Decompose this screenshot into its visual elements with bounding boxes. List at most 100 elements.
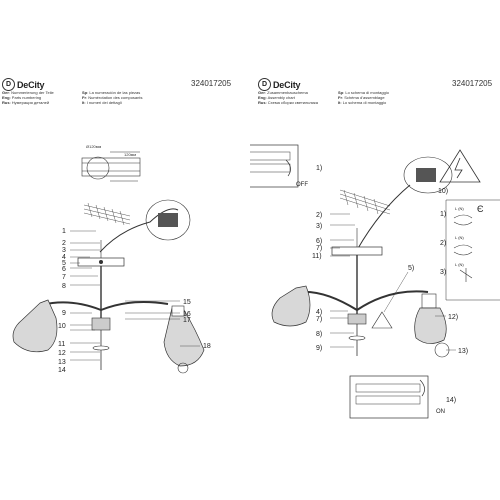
part-number: 9 — [62, 310, 66, 317]
brand-logo: D DeCity — [2, 78, 45, 91]
assembly-diagram: OFF 1) 10) 1) 2) 3) L (N) — [250, 144, 500, 419]
part-number: 11 — [58, 341, 65, 348]
step-label: 6) — [316, 238, 322, 245]
part-number: 18 — [203, 343, 211, 350]
product-code: 324017205 — [452, 79, 493, 88]
right-arm — [100, 301, 169, 311]
brand-name: DeCity — [273, 79, 301, 90]
product-code: 324017205 — [191, 79, 232, 88]
mounting-plate-detail — [81, 151, 141, 182]
dim-label: 120мм — [124, 152, 136, 157]
part-number: 13 — [58, 359, 66, 366]
part-number: 4 — [62, 254, 66, 261]
terminal-strip-top — [355, 383, 421, 393]
step-label: 5) — [408, 265, 414, 272]
terminal-block — [416, 168, 436, 182]
supply-wire — [99, 208, 179, 253]
finial-cap — [348, 335, 366, 341]
legend-line: Ger: Zusammenbauschema — [258, 90, 308, 95]
legend-line: Rus: Схема сборки светильника — [258, 100, 318, 106]
bulb-detail — [177, 362, 189, 374]
brand-logo: D DeCity — [258, 78, 301, 91]
wiring-steps-panel: 1) 2) 3) L (N) L (N) L (N) Є — [440, 199, 500, 301]
left-shade — [12, 299, 58, 353]
terminal-detail — [403, 156, 453, 194]
right-shade — [414, 307, 447, 344]
part-number: 2 — [62, 240, 66, 247]
part-number: 8 — [62, 283, 66, 290]
switch-on-label: ON — [436, 409, 445, 415]
parts-numbering-page: D DeCity 324017205 Ger: Nummerierung der… — [2, 78, 232, 374]
terminal-block-detail — [145, 199, 191, 241]
part-number: 10 — [58, 323, 66, 330]
terminal-strip-top — [250, 151, 291, 173]
part-number: 7 — [62, 274, 66, 281]
parts-diagram: Ø120мм 120мм — [12, 144, 211, 374]
switch-arrow — [419, 379, 425, 397]
canopy-screw — [99, 260, 103, 264]
legend-line: It: I numeri dei dettagli — [82, 100, 122, 106]
legend-line: Sp: La numeración de las piezas — [82, 90, 141, 95]
step-label: 8) — [316, 331, 322, 338]
wiring-step: 2) — [440, 240, 446, 247]
wiring-step: 3) — [440, 269, 446, 276]
part-number: 5 — [62, 260, 66, 267]
step-label: 9) — [316, 345, 322, 352]
hub — [347, 313, 367, 325]
part-number: 17 — [183, 317, 191, 324]
leader-line — [383, 271, 409, 313]
step-label: 2) — [316, 212, 322, 219]
wiring-label: L (N) — [455, 262, 464, 267]
part-number: 6 — [62, 266, 66, 273]
left-shade — [271, 285, 311, 327]
ceiling-hatch — [339, 189, 391, 215]
step-label: 7) — [316, 316, 322, 323]
ce-mark-icon: Є — [477, 204, 484, 214]
step-label: 7) — [316, 245, 322, 252]
step-label: 3) — [316, 223, 322, 230]
step-label: 1) — [316, 165, 322, 172]
step-label: 14) — [446, 397, 456, 404]
part-number: 14 — [58, 367, 66, 374]
legend-line: Eng: Assembly chart — [258, 95, 295, 101]
lightning-icon — [454, 157, 463, 179]
right-socket — [171, 305, 185, 317]
step-label: 4) — [316, 309, 322, 316]
switch-off-label: OFF — [296, 182, 308, 188]
part-number: 16 — [183, 311, 191, 318]
assembly-chart-page: D DeCity 324017205 Ger: Zusammenbauschem… — [250, 0, 500, 500]
brand-logo-mark: D — [258, 78, 271, 91]
right-arm — [356, 290, 429, 311]
leader-lines — [330, 213, 456, 351]
legend-line: Fr: Numérotation des composants — [82, 95, 143, 101]
leader-lines — [70, 230, 200, 361]
step-label: 10) — [438, 188, 448, 195]
dim-label: Ø120мм — [86, 144, 102, 149]
legend-line: It: Lo schema di montaggio — [338, 100, 387, 106]
ceiling-hatch — [83, 202, 131, 226]
terminal-strip-bottom — [355, 395, 421, 405]
legend-line: Sp: Lo schema di montaggio — [338, 90, 389, 95]
electric-warning-icon — [439, 149, 481, 183]
part-number: 15 — [183, 299, 191, 306]
step-labels: 2) 3) 6) 7) 11) 4) 7) 8) 9) 12) 13) — [312, 212, 468, 355]
wire-connect-icon — [459, 268, 473, 282]
wiring-label: L (N) — [455, 235, 464, 240]
part-number: 3 — [62, 247, 66, 254]
brand-name: DeCity — [17, 79, 45, 90]
right-socket — [421, 293, 437, 309]
finial-cap — [92, 345, 110, 351]
legend-line: Ger: Nummerierung der Teile — [2, 90, 54, 95]
right-shade — [163, 307, 205, 367]
part-number: 1 — [62, 228, 66, 235]
wiring-label: L (N) — [455, 206, 464, 211]
legend-line: Fr: Schéma d'assemblage — [338, 95, 385, 101]
terminal-block — [158, 213, 178, 227]
warning-icon — [371, 311, 393, 329]
wiring-step: 1) — [440, 211, 446, 218]
legend-line: Rus: Нумерация деталей — [2, 100, 50, 106]
hub — [91, 317, 111, 331]
step-label: 12) — [448, 314, 458, 321]
wire-strip-icon — [453, 214, 473, 226]
part-number: 12 — [58, 350, 66, 357]
